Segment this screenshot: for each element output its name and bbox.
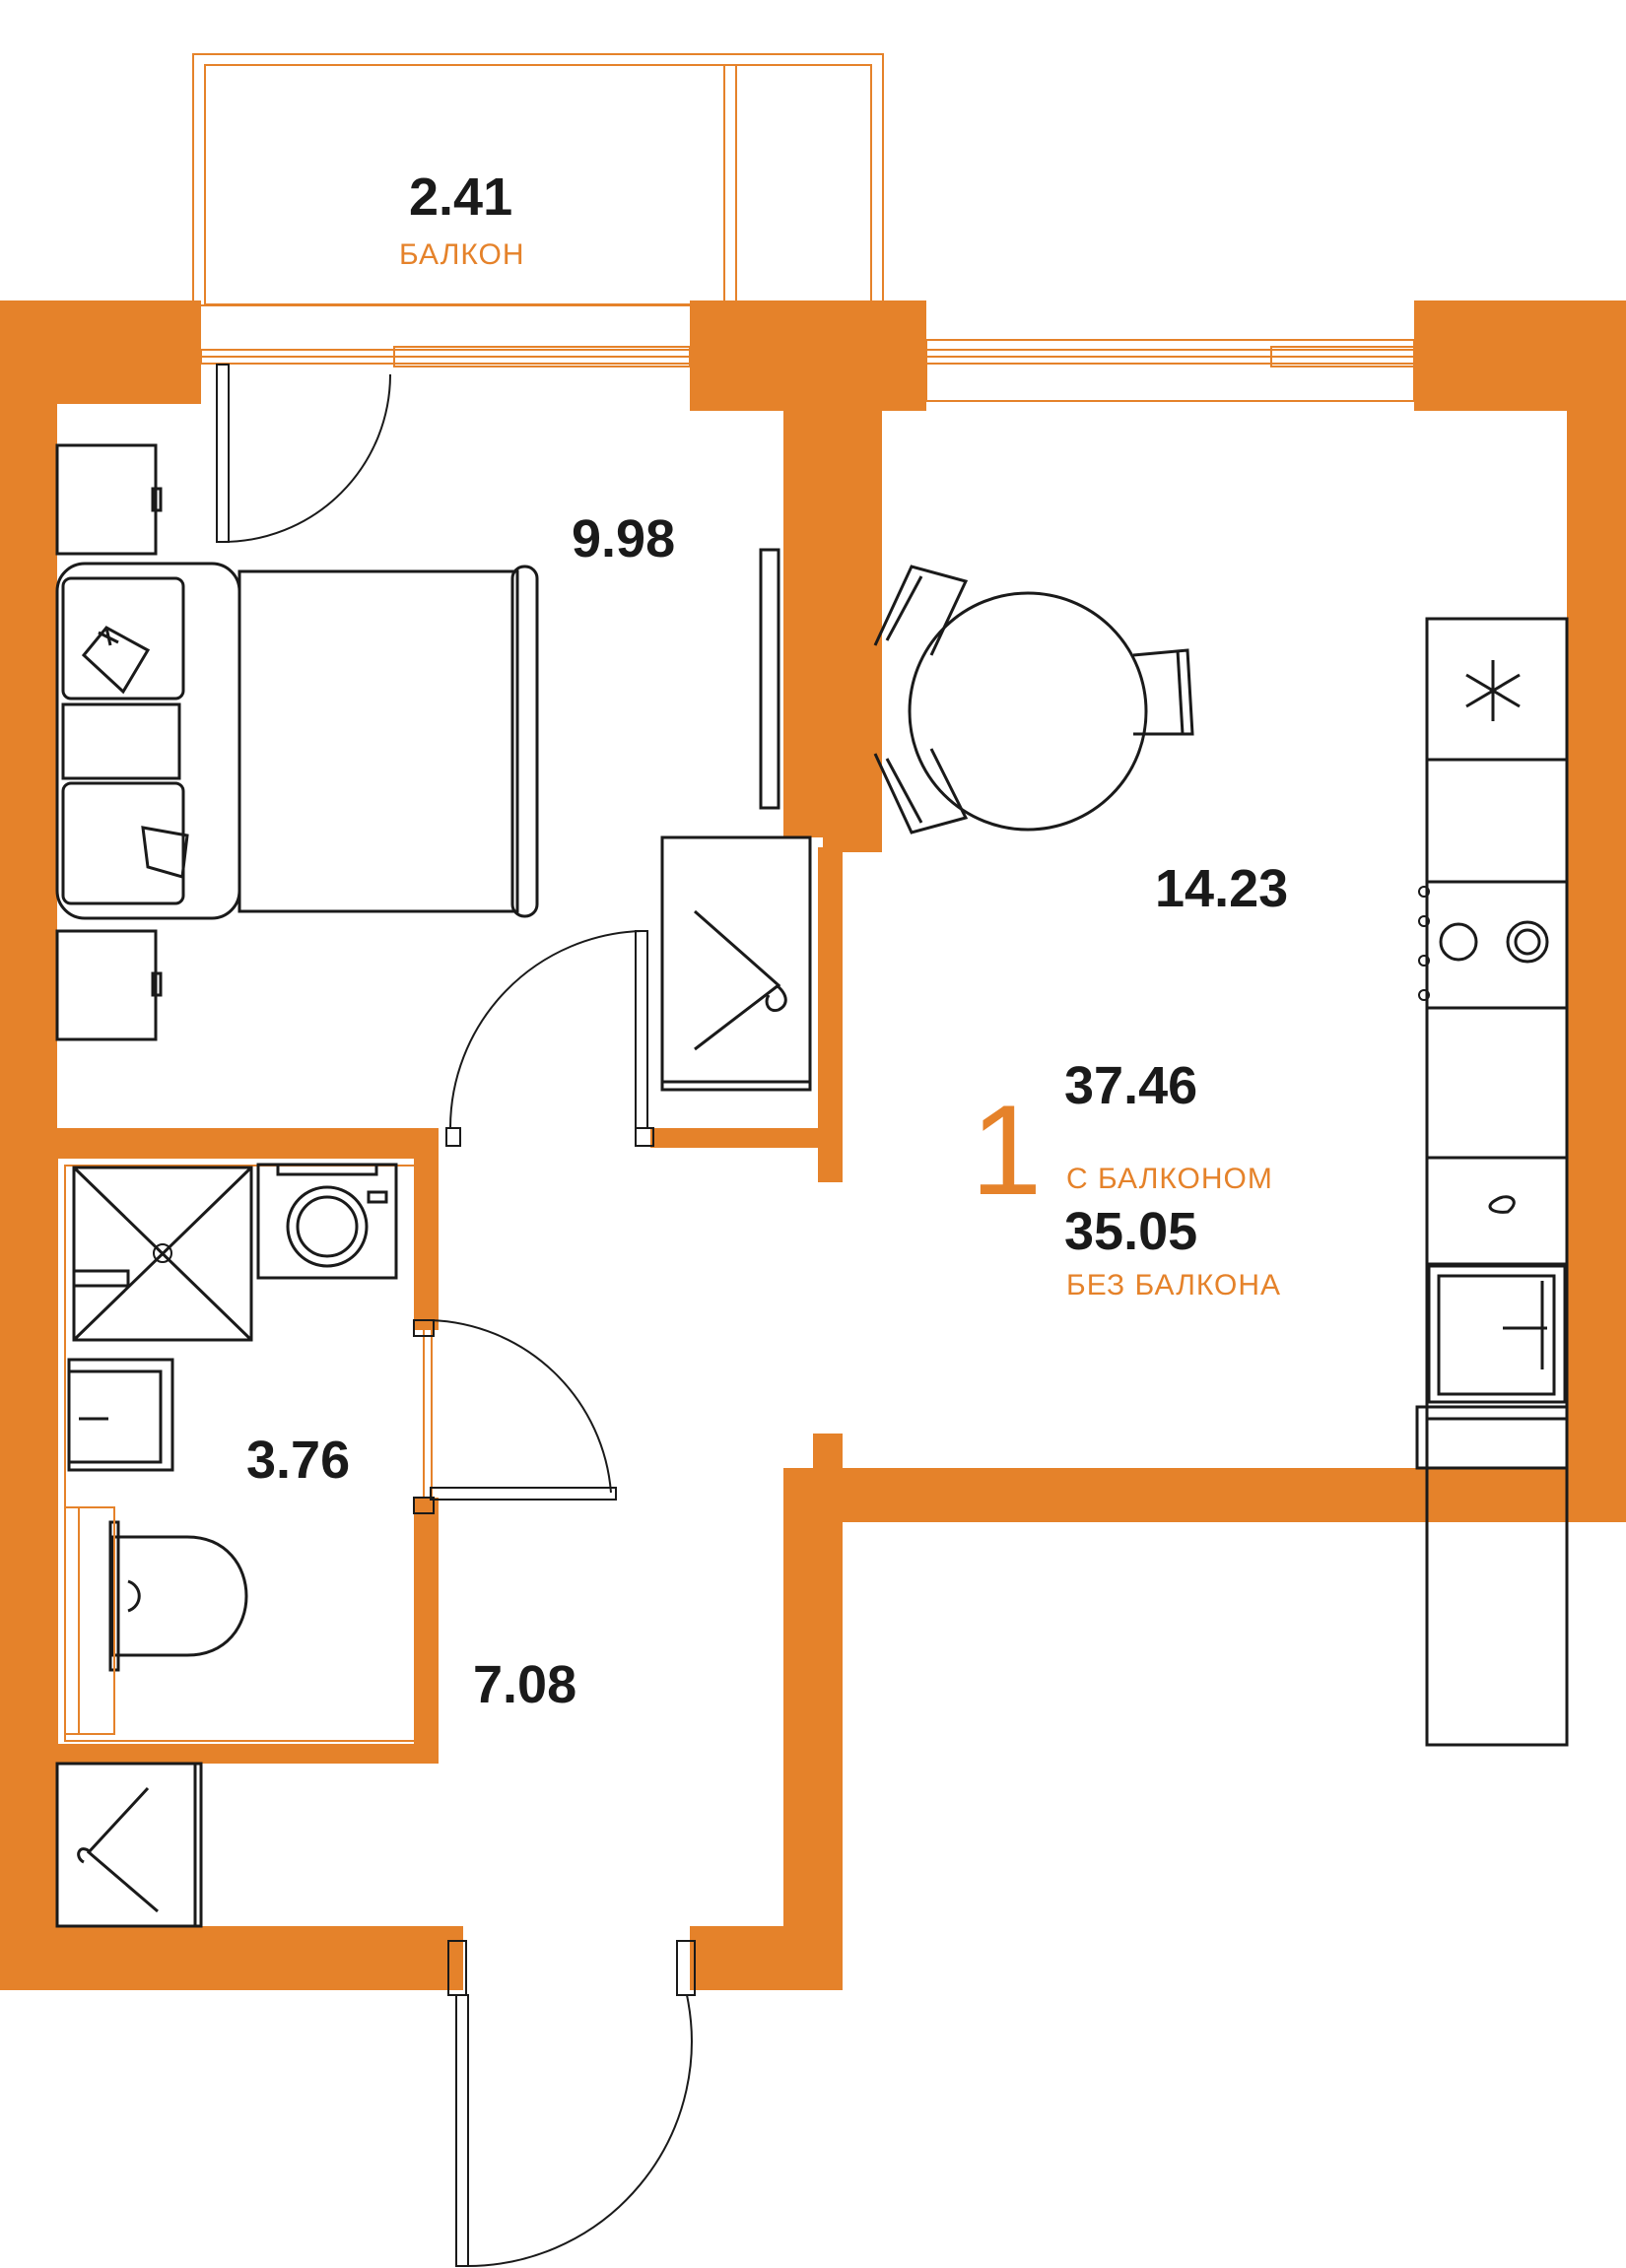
wardrobe-icon — [660, 835, 812, 1092]
door-swing-icon — [447, 1940, 696, 2268]
hallway — [55, 1762, 696, 2268]
bathroom-area: 3.76 — [246, 1431, 350, 1490]
chair-icon — [873, 565, 1194, 834]
hanger-icon — [77, 1786, 159, 1913]
pillow-icon — [81, 626, 189, 879]
labels: 2.41 БАЛКОН 9.98 14.23 3.76 7.08 1 37.46… — [246, 167, 1288, 1714]
toilet-icon — [108, 1520, 248, 1672]
door-swing-icon — [445, 930, 654, 1147]
window-icon — [200, 339, 1420, 402]
door-swing-icon — [413, 1319, 617, 1514]
snowflake-icon — [1465, 660, 1521, 721]
dining-table-icon — [873, 565, 1194, 834]
hallway-area: 7.08 — [473, 1655, 576, 1714]
bathroom — [56, 1157, 617, 1750]
sink-icon — [67, 1358, 174, 1472]
nightstand-icon — [55, 443, 163, 1041]
bed-icon — [55, 562, 539, 920]
bedroom — [55, 364, 812, 1147]
with-balcony-label: С БАЛКОНОМ — [1066, 1163, 1273, 1195]
without-balcony-label: БЕЗ БАЛКОНА — [1066, 1269, 1281, 1301]
shower-icon — [72, 1166, 253, 1342]
stove-icon — [1418, 880, 1569, 1010]
kitchen — [873, 565, 1569, 1747]
door-swing-icon — [216, 364, 391, 543]
hanger-icon — [694, 909, 787, 1051]
total-with-balcony: 37.46 — [1064, 1056, 1197, 1115]
washing-machine-icon — [256, 1163, 398, 1280]
kitchen-area: 14.23 — [1155, 859, 1288, 918]
balcony-label: БАЛКОН — [399, 238, 525, 271]
walls — [0, 300, 1626, 1990]
wardrobe-icon — [55, 1762, 203, 1928]
bedroom-area: 9.98 — [572, 509, 675, 568]
sink-icon — [1427, 1262, 1567, 1404]
balcony — [192, 53, 884, 306]
total-without-balcony: 35.05 — [1064, 1202, 1197, 1261]
balcony-area: 2.41 — [409, 167, 512, 227]
rooms-count: 1 — [971, 1078, 1042, 1222]
fridge-icon — [1425, 617, 1569, 762]
